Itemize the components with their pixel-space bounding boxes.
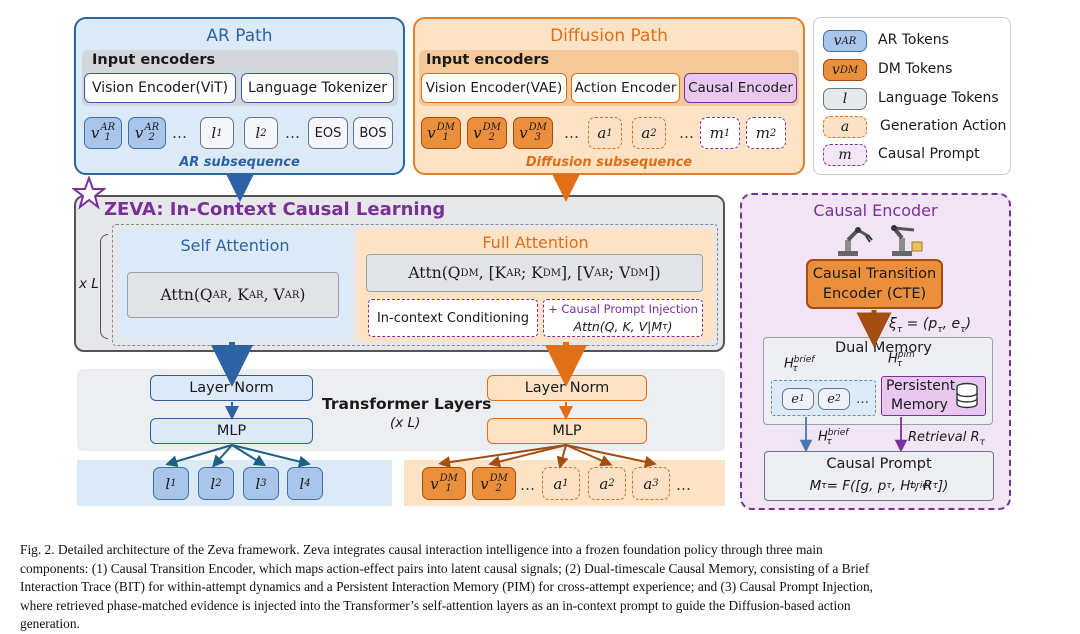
caption-line-5: generation. [20, 616, 80, 631]
in-context-conditioning-box: In-context Conditioning [368, 299, 538, 337]
h-brief-arrow-label: Hbriefτ [818, 428, 849, 447]
ar-input-encoders-label: Input encoders [92, 52, 216, 68]
action-encoder-box: Action Encoder [571, 73, 680, 103]
legend-dm-label: DM Tokens [878, 61, 953, 77]
cte-box [806, 259, 943, 309]
dm-ellipsis-1: … [564, 124, 579, 142]
caption-line-2: components: (1) Causal Transition Encode… [20, 560, 870, 576]
causal-prompt-title: Causal Prompt [826, 456, 932, 472]
dm-layer-norm-box: Layer Norm [487, 375, 647, 401]
legend-ar-label: AR Tokens [878, 32, 949, 48]
legend-prompt-label: Causal Prompt [878, 146, 980, 162]
eos-token: EOS [308, 117, 348, 149]
legend-prompt-swatch: m [823, 144, 867, 166]
self-attention-title: Self Attention [180, 235, 290, 255]
legend-action-label: Generation Action [880, 118, 1007, 134]
cte-line-2: Encoder (CTE) [822, 286, 927, 302]
dm-ellipsis-2: … [679, 124, 694, 142]
persistent-line-2: Memory [891, 397, 948, 413]
zeva-title: ZEVA: In-Context Causal Learning [104, 199, 446, 220]
transformer-title: Transformer Layers [322, 395, 492, 413]
ar-ellipsis-2: … [285, 124, 300, 142]
retrieval-text: Retrieval [908, 430, 967, 445]
ar-output-panel [77, 460, 392, 506]
persistent-line-1: Persistent [886, 378, 956, 394]
ar-ellipsis-1: … [172, 124, 187, 142]
output-ellipsis-2: … [676, 476, 691, 494]
caption-line-1: Fig. 2. Detailed architecture of the Zev… [20, 542, 823, 557]
ar-subsequence-label: AR subsequence [179, 154, 300, 170]
figure-caption: Fig. 2. Detailed architecture of the Zev… [20, 541, 1066, 634]
prompt-injection-label: + Causal Prompt Injection [548, 302, 698, 316]
xi-formula: ξτ = (pτ, eτ) [889, 316, 972, 335]
retrieval-label: Retrieval Rτ [908, 430, 985, 448]
causal-encoder-title: Causal Encoder [813, 200, 938, 220]
ar-mlp-box: MLP [150, 418, 313, 444]
database-icon [956, 382, 978, 409]
robot-arm-icon-2 [891, 225, 923, 256]
ar-path-title: AR Path [206, 26, 273, 46]
cte-line-1: Causal Transition [812, 266, 937, 282]
diffusion-subsequence-label: Diffusion subsequence [525, 154, 693, 170]
prompt-injection-box [543, 299, 703, 337]
star-icon [72, 176, 106, 210]
vae-encoder-box: Vision Encoder(VAE) [421, 73, 567, 103]
h-brief-label: Hbriefτ [784, 355, 815, 374]
language-tokenizer-box: Language Tokenizer [241, 73, 394, 103]
zeva-repeat-label: x L [79, 276, 99, 292]
trace-ellipsis: … [856, 392, 869, 407]
caption-line-3: Interaction Trace (BIT) for within-attem… [20, 579, 874, 594]
legend-language-label: Language Tokens [878, 90, 999, 106]
dm-input-encoders-label: Input encoders [426, 52, 550, 68]
h-pim-label: Hpimτ [888, 350, 915, 369]
legend-action-swatch: a [823, 116, 867, 138]
robot-arm-icon [838, 227, 873, 256]
output-ellipsis-1: … [520, 476, 535, 494]
full-attention-title: Full Attention [482, 232, 589, 252]
zeva-dashed-frame [112, 224, 718, 346]
causal-encoder-box: Causal Encoder [684, 73, 797, 103]
transformer-repeat: (x L) [390, 415, 421, 431]
legend-language-swatch: l [823, 88, 867, 110]
diffusion-path-title: Diffusion Path [550, 26, 668, 46]
vit-encoder-box: Vision Encoder(ViT) [84, 73, 236, 103]
caption-line-4: where retrieved phase-matched evidence i… [20, 597, 851, 613]
bos-token: BOS [353, 117, 393, 149]
causal-prompt-box [764, 451, 994, 501]
